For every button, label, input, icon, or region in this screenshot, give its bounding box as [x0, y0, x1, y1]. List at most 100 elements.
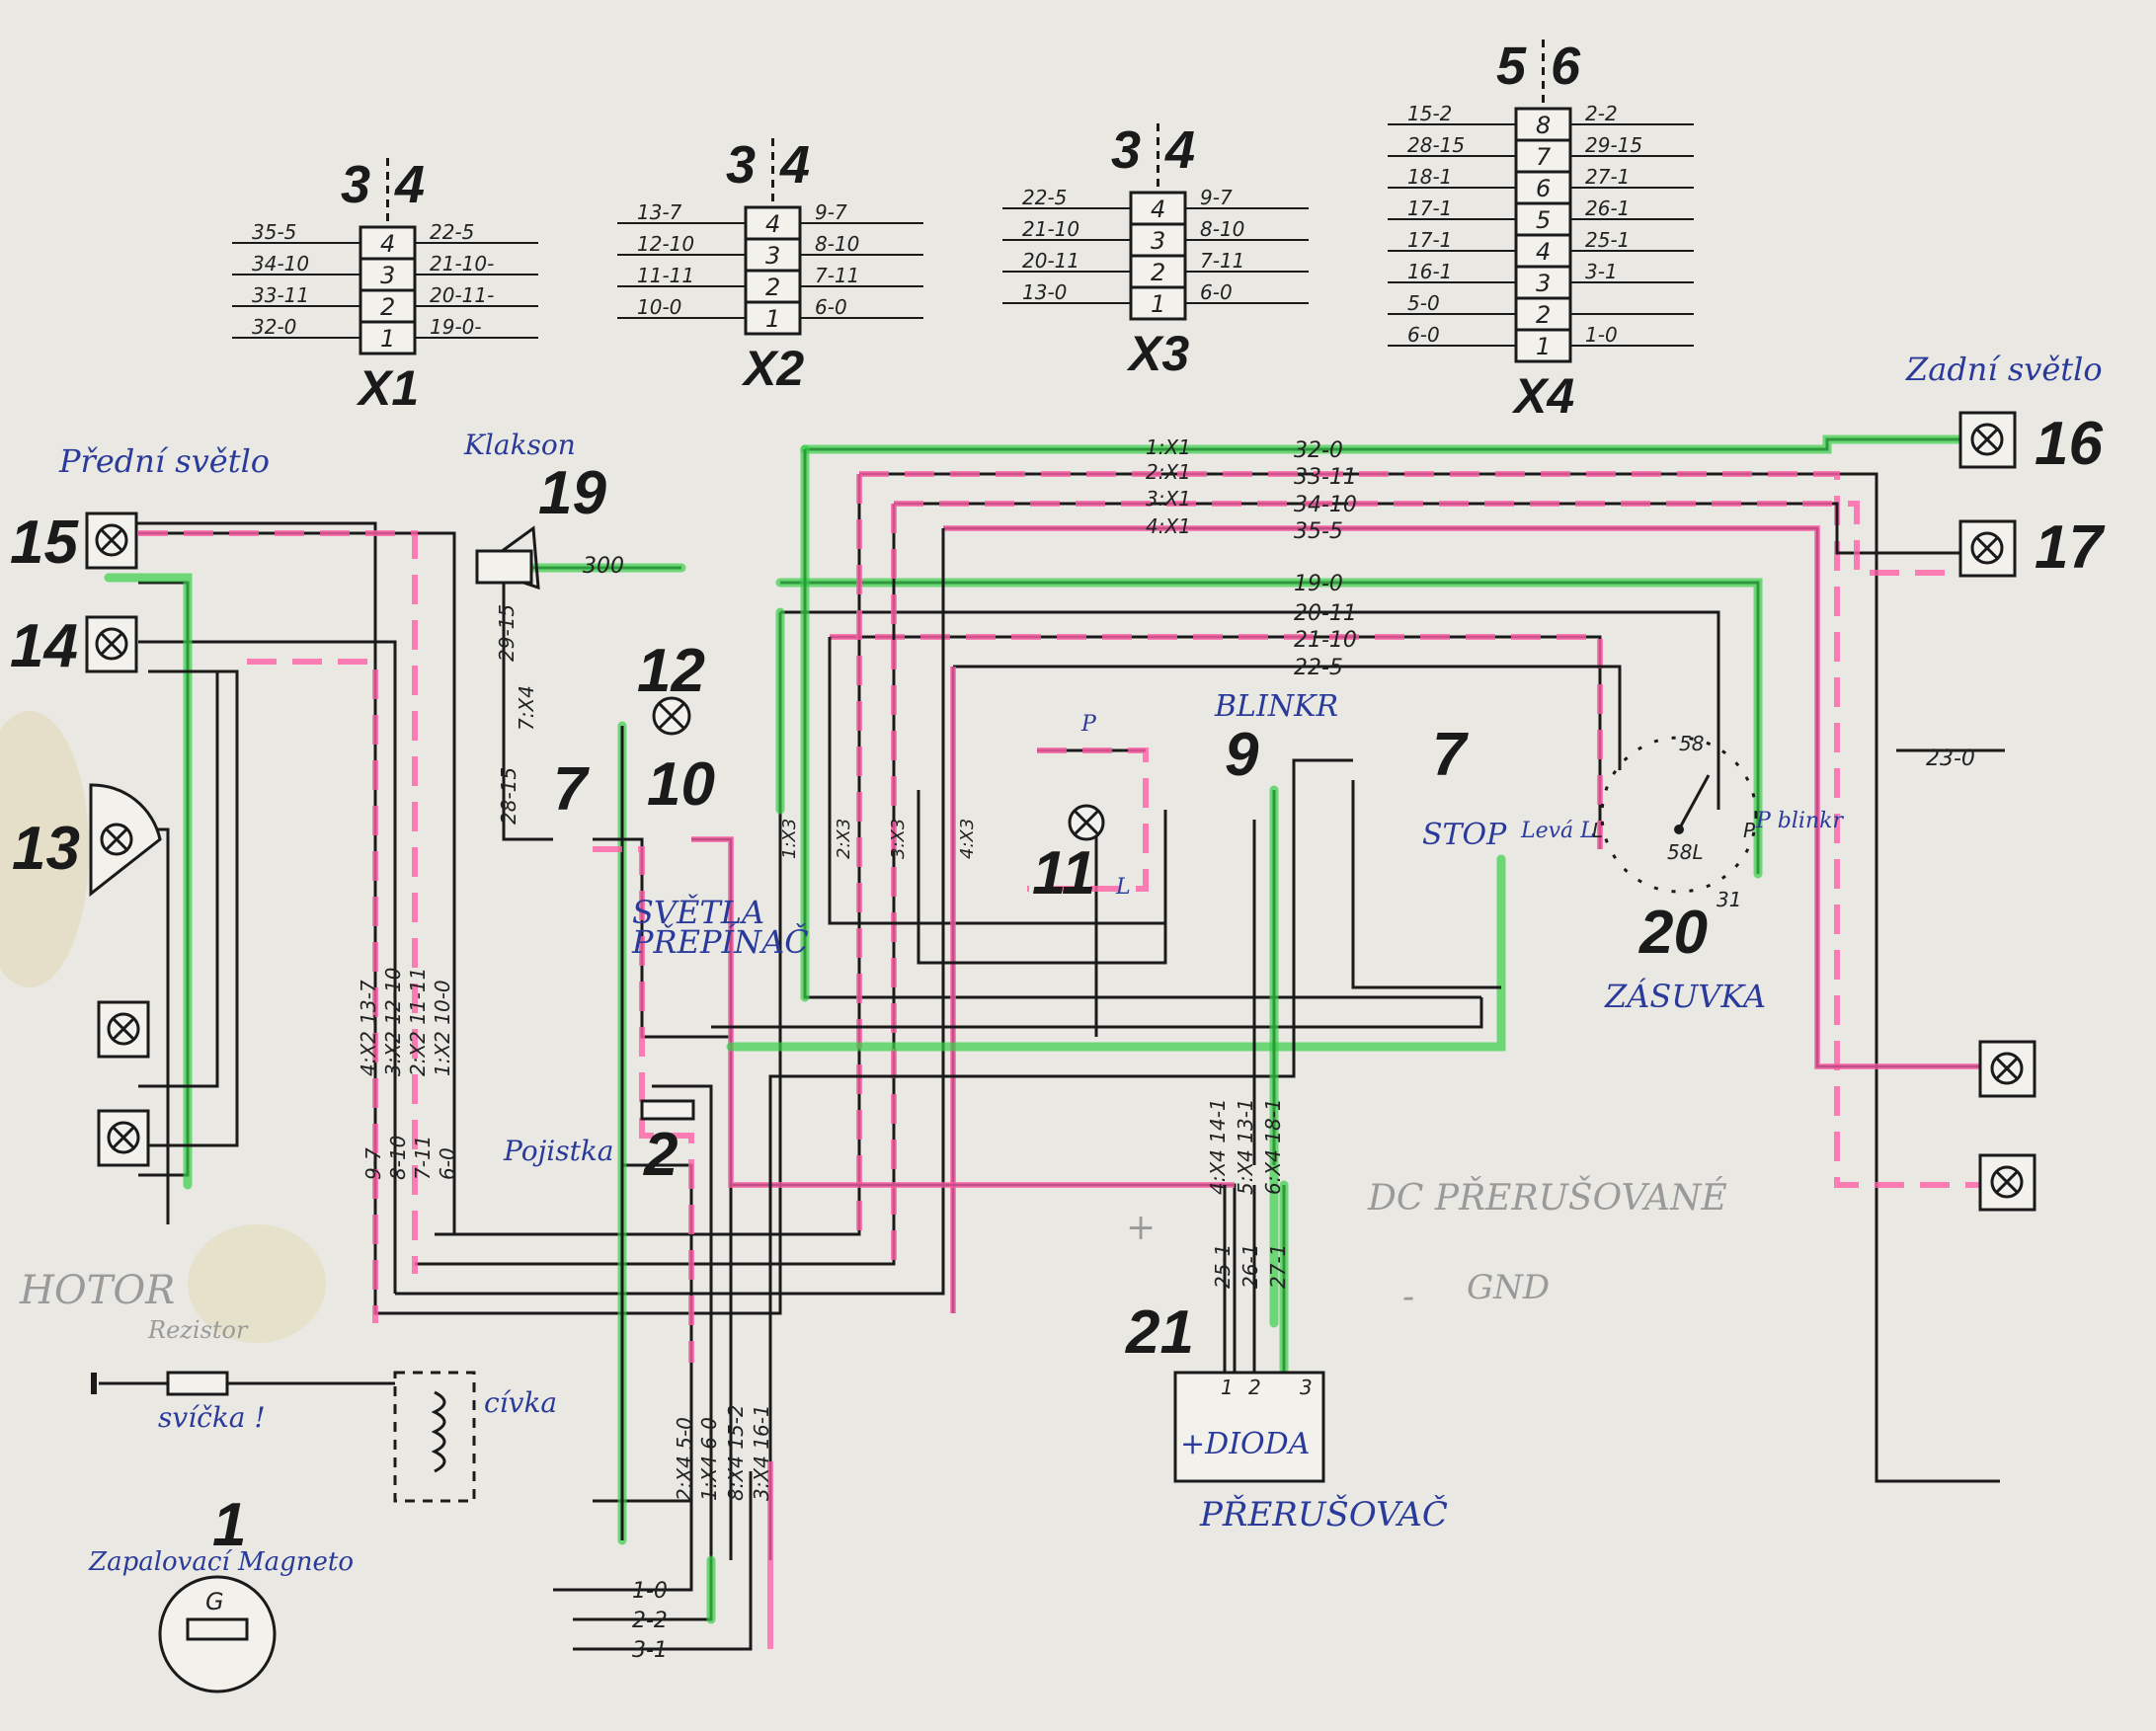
lamp-front-small-1: [97, 1000, 150, 1059]
connector-right-label: 25-1: [1585, 228, 1630, 252]
bus-term: 2:X1: [1146, 460, 1191, 484]
note-svetla: SVĚTLA: [632, 894, 764, 931]
connector-pin-number: 4: [765, 210, 780, 238]
horn-v: 7:X4: [515, 685, 538, 731]
bus-term: 4:X1: [1146, 514, 1191, 538]
horn-wire: 300: [583, 554, 624, 579]
socket-20: [1600, 736, 1758, 894]
connector-pin-number: 2: [765, 274, 780, 301]
connector-name: X4: [1511, 368, 1574, 424]
connector-right-label: 1-0: [1585, 323, 1618, 347]
connector-pin-box: [1129, 285, 1187, 321]
bottom-wire: 3-1: [632, 1638, 668, 1663]
note-minus: -: [1402, 1277, 1414, 1317]
note-plus: +: [1126, 1208, 1156, 1248]
bus-label: 19-0: [1294, 572, 1343, 596]
connector-left-label: 17-1: [1407, 228, 1452, 252]
note-pojistka: Pojistka: [503, 1135, 613, 1167]
connector-left-label: 35-5: [252, 220, 296, 244]
left-bundle-label: 1:X2 10-0: [431, 980, 454, 1076]
note-gnd: GND: [1467, 1268, 1550, 1307]
socket-l: L: [1592, 819, 1603, 842]
note-horn: Klakson: [463, 429, 576, 461]
label-n7a: 7: [553, 755, 590, 824]
connector-header-left: 3: [1111, 120, 1141, 180]
lamp-13-headlight: [89, 783, 162, 898]
diode-pin: 3: [1300, 1376, 1313, 1399]
wire-labels: 32-0 33-11 34-10 35-5 19-0 20-11 21-10 2…: [205, 435, 1975, 1663]
connector-left-label: 18-1: [1407, 165, 1452, 189]
connector-right-label: 20-11-: [430, 283, 494, 307]
bus-label: 21-10: [1294, 628, 1357, 653]
connector-left-label: 6-0: [1407, 323, 1440, 347]
diode-label: +DIODA: [1180, 1427, 1310, 1461]
connector-name: X2: [741, 341, 804, 396]
note-leva: Levá L: [1520, 819, 1595, 843]
connector-header-right: 4: [779, 135, 810, 195]
note-civka: cívka: [484, 1386, 557, 1419]
lamp-12: [652, 696, 691, 736]
lamp-11: [1068, 804, 1105, 841]
connector-left-label: 22-5: [1022, 186, 1067, 209]
connector-right-label: 9-7: [1200, 186, 1233, 209]
label-n11: 11: [1032, 839, 1095, 907]
connector-pin-number: 4: [1536, 238, 1551, 266]
label-n16: 16: [2035, 410, 2103, 478]
bus-label: 20-11: [1294, 601, 1357, 626]
connector-pin-number: 3: [1536, 270, 1551, 297]
label-n19: 19: [538, 459, 606, 527]
connector-right-label: 9-7: [815, 200, 847, 224]
socket-p: P: [1743, 819, 1756, 842]
connector-right-label: 8-10: [815, 232, 859, 256]
lamp-16: [1958, 411, 2017, 469]
connector-pin-number: 6: [1536, 175, 1551, 202]
connector-pin-number: 1: [380, 325, 395, 353]
diode-mid-label: 27-1: [1266, 1244, 1290, 1289]
connector-pin-number: 3: [1151, 227, 1165, 255]
connector-right-label: 7-11: [815, 264, 859, 287]
lamp-rear-small-2: [1978, 1153, 2036, 1212]
bottom-wire: 2-2: [632, 1609, 668, 1633]
diode-pin: 1: [1221, 1376, 1234, 1399]
mid-bundle-label: 2:X4 5-0: [673, 1417, 696, 1501]
coil: [393, 1371, 476, 1503]
magneto-symbol: G: [205, 1588, 224, 1615]
label-n1: 1: [212, 1491, 246, 1559]
connector-right-label: 29-15: [1585, 133, 1642, 157]
connector-left-label: 15-2: [1407, 102, 1452, 125]
left-bundle-lower: 9-7: [361, 1147, 385, 1180]
note-rezistor: Rezistor: [147, 1316, 249, 1344]
horn-19: [475, 525, 540, 590]
connector-pin-number: 2: [380, 293, 395, 321]
label-n10: 10: [647, 750, 715, 819]
bus-label: 33-11: [1294, 465, 1357, 490]
note-rear-light: Zadní světlo: [1905, 351, 2103, 388]
socket-58l: 58L: [1667, 840, 1704, 864]
socket-58: 58: [1679, 732, 1704, 755]
mid-bundle-label: 8:X4 15-2: [724, 1404, 748, 1501]
connector-left-label: 34-10: [252, 252, 309, 275]
connector-name: X1: [356, 360, 419, 416]
label-n2: 2: [643, 1121, 678, 1189]
label-n7b: 7: [1432, 721, 1469, 789]
connector-right-label: 6-0: [815, 295, 847, 319]
bus-label: 32-0: [1294, 438, 1343, 463]
magneto-1: [158, 1575, 277, 1693]
lamps: [85, 411, 2036, 1212]
horn-v: 28-15: [497, 767, 520, 825]
connector-left-label: 21-10: [1022, 217, 1079, 241]
connector-pin-number: 3: [380, 262, 395, 289]
x3-term: 1:X3: [779, 819, 800, 859]
lamp-17: [1958, 519, 2017, 578]
connector-pin-number: 1: [1536, 333, 1551, 360]
left-bundle-label: 2:X2 11-11: [406, 968, 430, 1076]
connector-right-label: 19-0-: [430, 315, 482, 339]
connector-pin-number: 2: [1536, 301, 1551, 329]
lamp-15: [85, 511, 138, 570]
connector-left-label: 16-1: [1407, 260, 1452, 283]
connector-left-label: 32-0: [252, 315, 296, 339]
